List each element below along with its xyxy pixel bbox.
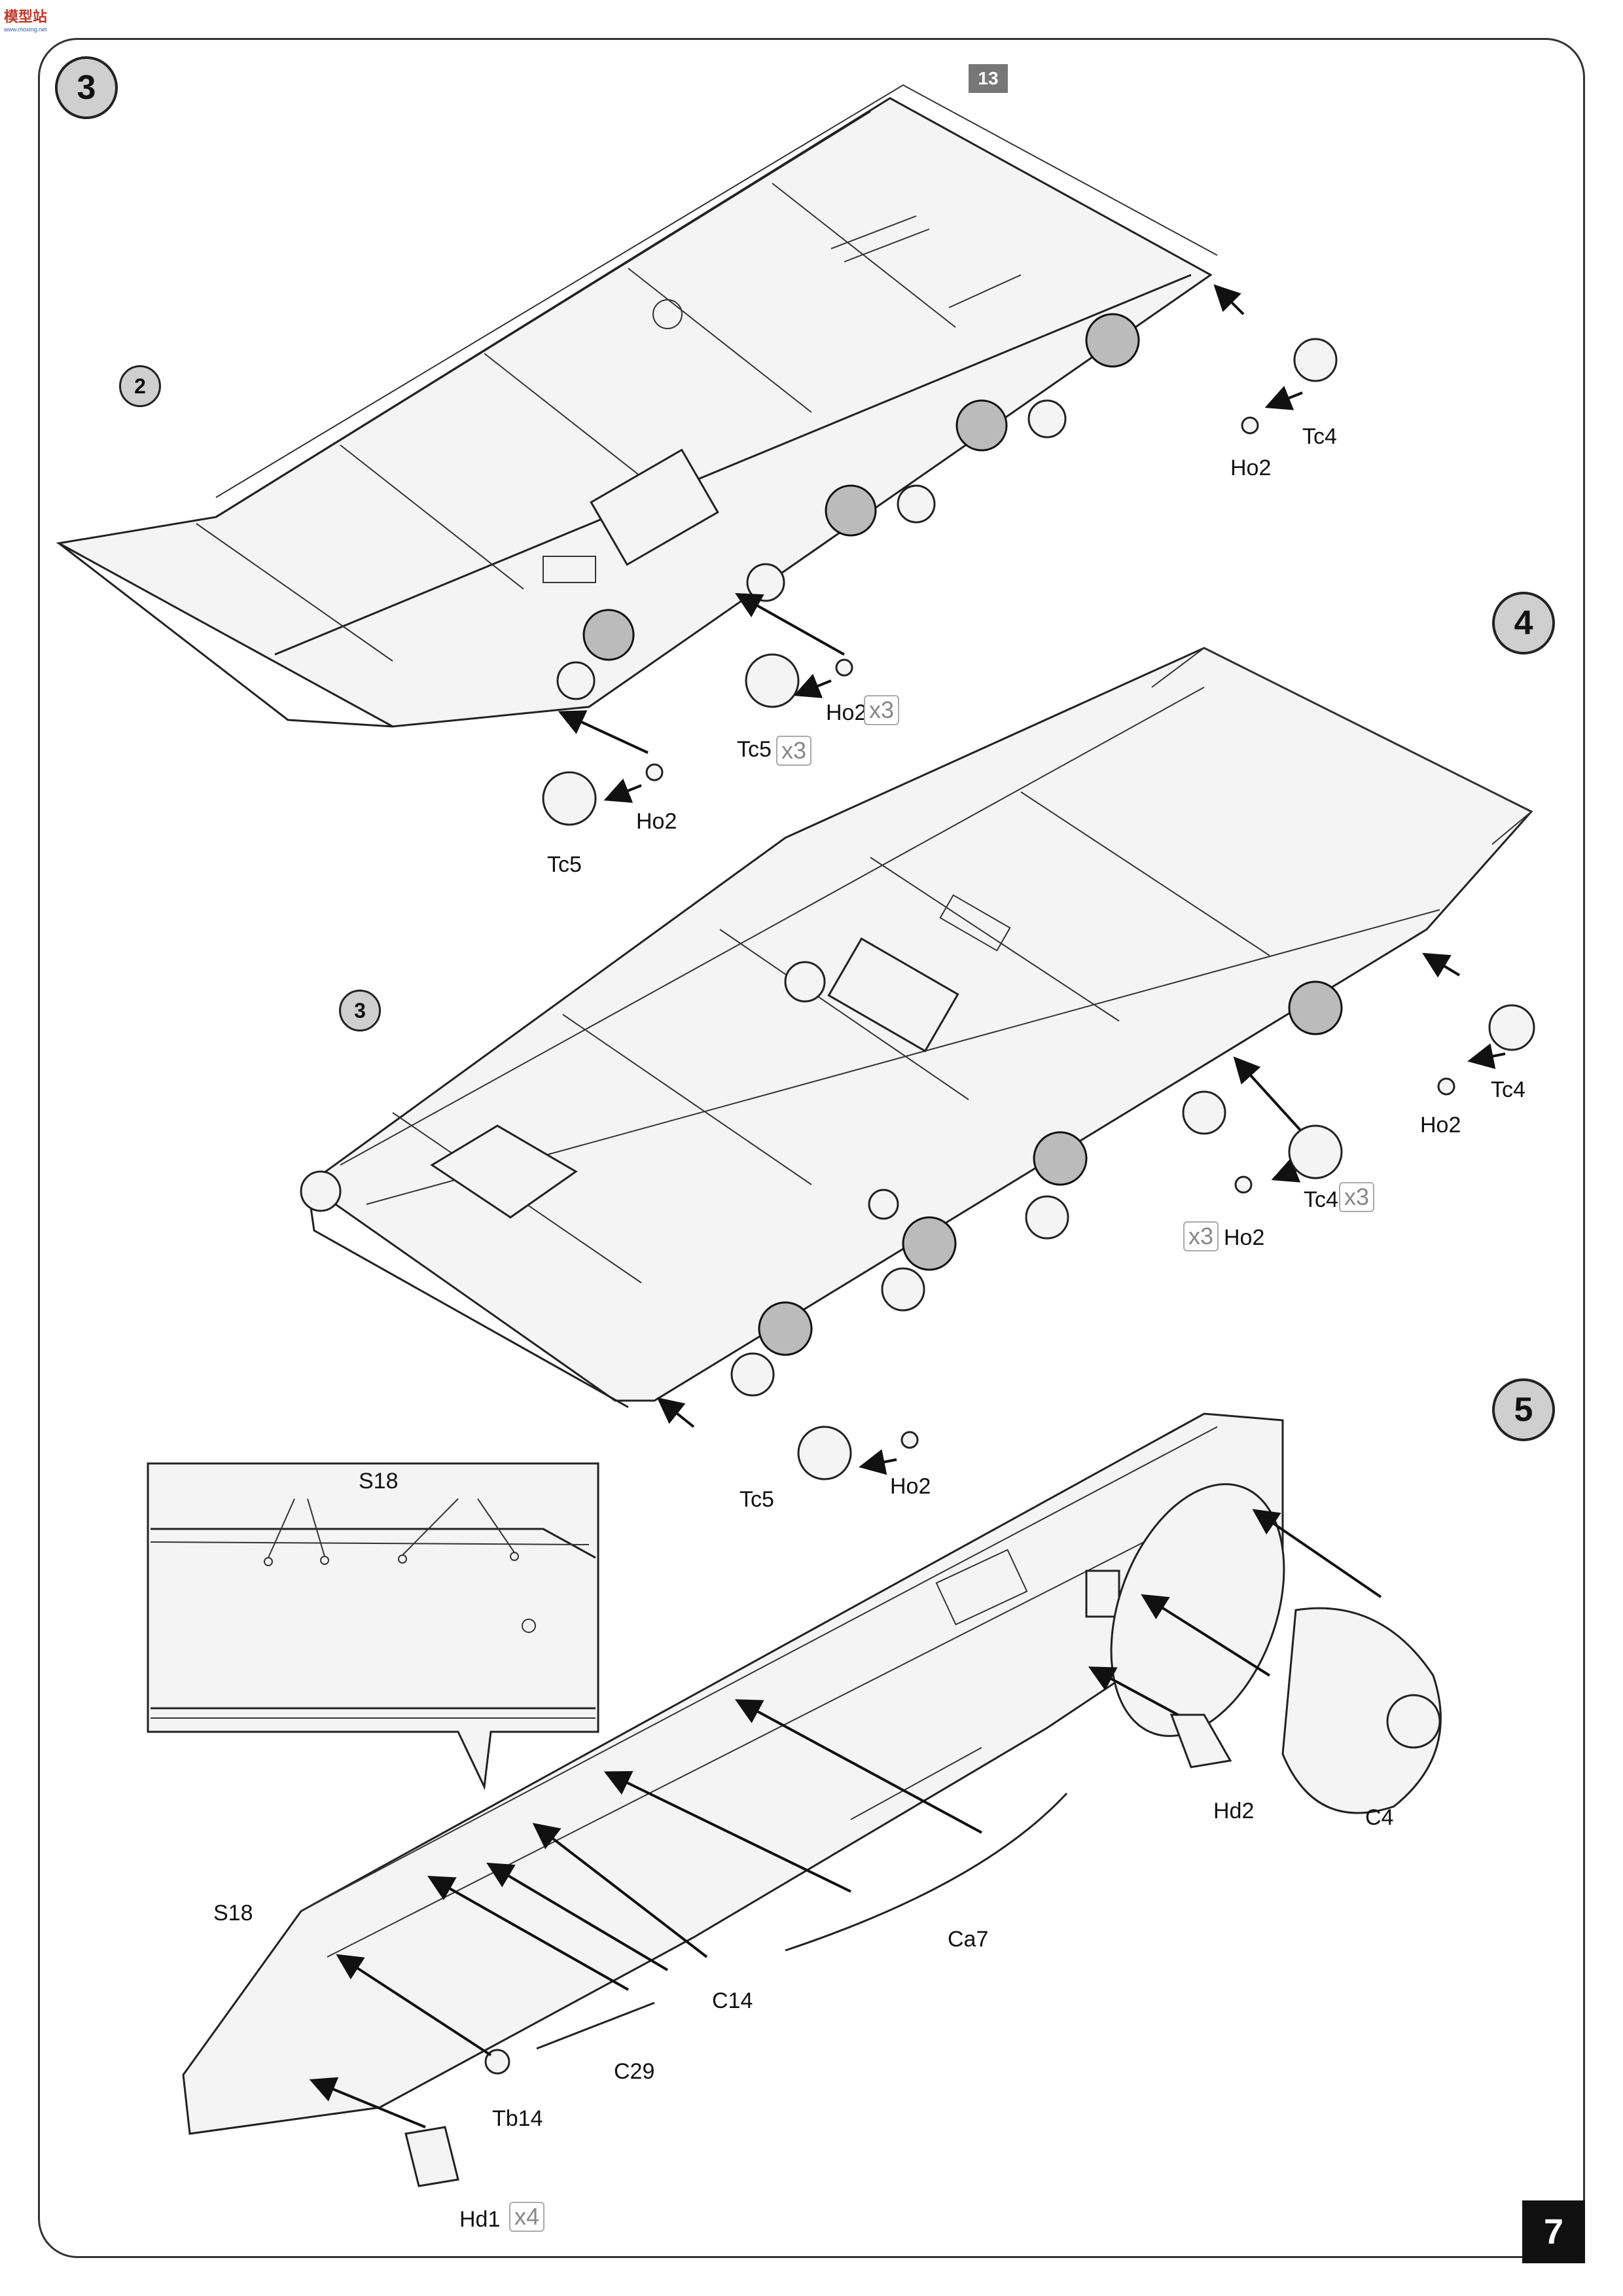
- step-3-badge: 3: [55, 56, 118, 119]
- step4-arrows: [656, 952, 1535, 1480]
- step5-label-c4: C4: [1365, 1805, 1394, 1830]
- step5-inset-label-s18: S18: [359, 1469, 399, 1494]
- step3-arrows: [542, 284, 1338, 826]
- step-4-badge: 4: [1492, 592, 1555, 655]
- step3-label-tc5-b: Tc5: [547, 852, 582, 877]
- step3-qty-x3-a: x3: [864, 695, 900, 725]
- step5-label-c14: C14: [712, 1988, 753, 2013]
- step5-label-tb14: Tb14: [492, 2106, 543, 2131]
- step4-label-ho2-a: Ho2: [1420, 1113, 1461, 1138]
- step3-sprue-flag: 13: [969, 64, 1008, 93]
- step4-label-tc4-a: Tc4: [1491, 1077, 1525, 1102]
- step3-label-tc4: Tc4: [1302, 424, 1337, 449]
- step5-label-s18: S18: [213, 1901, 253, 1926]
- step5-arrows: [309, 1509, 1382, 2128]
- step5-label-hd2: Hd2: [1213, 1799, 1255, 1823]
- step3-label-tc5-a: Tc5: [737, 737, 772, 762]
- step4-subassembly-ref: 3: [339, 990, 381, 1031]
- step5-label-hd1: Hd1: [459, 2207, 501, 2232]
- step4-qty-x3-b: x3: [1183, 1221, 1219, 1251]
- step3-label-ho2-c: Ho2: [636, 809, 677, 834]
- step4-label-ho2-c: Ho2: [890, 1474, 931, 1499]
- step4-label-ho2-b: Ho2: [1224, 1225, 1265, 1250]
- page-number: 7: [1522, 2200, 1585, 2263]
- step3-label-ho2-b: Ho2: [826, 700, 867, 725]
- step4-label-tc5: Tc5: [740, 1487, 774, 1512]
- step3-subassembly-ref: 2: [119, 365, 161, 407]
- step5-hull: [182, 1412, 1442, 2187]
- step4-label-tc4-b: Tc4: [1304, 1187, 1338, 1212]
- step4-qty-x3-a: x3: [1339, 1182, 1375, 1212]
- step4-chassis: [300, 647, 1533, 1408]
- step5-label-ca7: Ca7: [948, 1927, 989, 1952]
- step3-label-ho2-a: Ho2: [1230, 456, 1272, 480]
- step3-chassis: [56, 84, 1218, 728]
- step5-qty-x4: x4: [509, 2202, 545, 2232]
- step5-label-c29: C29: [614, 2059, 655, 2084]
- page-frame: [38, 38, 1585, 2258]
- step3-qty-x3-b: x3: [776, 736, 812, 766]
- step5-detail-inset: [147, 1462, 599, 1791]
- step-5-badge: 5: [1492, 1378, 1555, 1441]
